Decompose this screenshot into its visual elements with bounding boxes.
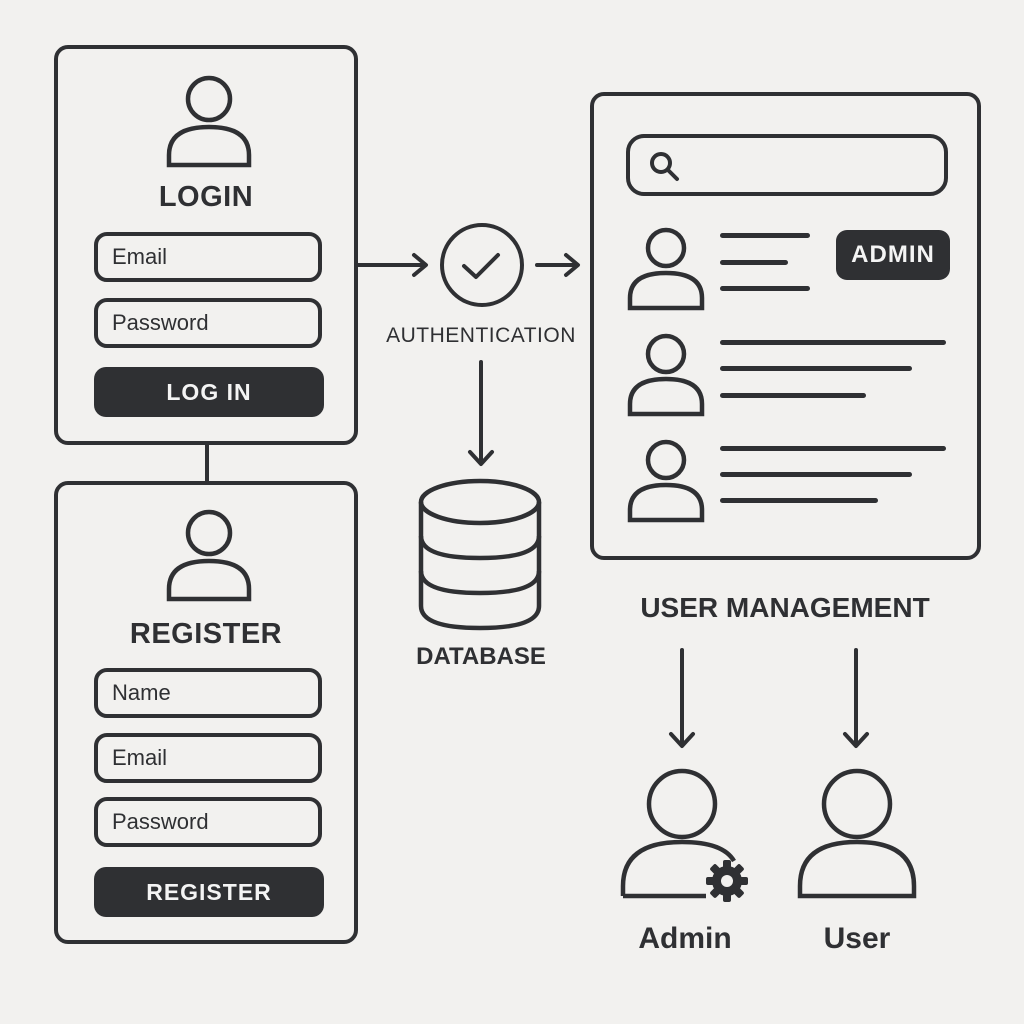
user-icon [166,75,252,168]
arrow-to-user [843,648,869,748]
text-line [720,393,866,398]
text-line [720,366,912,371]
user-icon [627,439,705,523]
login-password-field[interactable]: Password [94,298,322,348]
register-panel: REGISTER Name Email Password REGISTER [54,481,358,944]
arrow-to-admin [669,648,695,748]
register-email-field[interactable]: Email [94,733,322,783]
text-line [720,286,810,291]
register-button[interactable]: REGISTER [94,867,324,917]
admin-badge: ADMIN [836,230,950,280]
login-email-field[interactable]: Email [94,232,322,282]
user-icon [166,509,252,602]
admin-user-icon [620,768,736,899]
text-line [720,233,810,238]
text-line [720,446,946,451]
admin-role-label: Admin [638,922,732,955]
register-name-field[interactable]: Name [94,668,322,718]
register-password-field[interactable]: Password [94,797,322,847]
user-icon [627,333,705,417]
arrow-auth-to-database [468,360,494,466]
text-line [720,498,878,503]
arrow-auth-to-user-management [535,253,580,277]
arrow-login-to-auth [356,253,428,277]
user-icon [797,768,917,899]
text-line [720,340,946,345]
user-management-label: USER MANAGEMENT [640,592,930,623]
check-circle-icon [440,223,524,307]
text-line [720,472,912,477]
user-management-panel: ADMIN [590,92,981,560]
search-icon [650,152,679,181]
login-title: LOGIN [158,181,254,213]
search-input[interactable] [626,134,948,196]
login-button[interactable]: LOG IN [94,367,324,417]
register-title: REGISTER [129,618,283,650]
database-icon [418,478,542,631]
authentication-label: AUTHENTICATION [386,324,576,347]
login-panel: LOGIN Email Password LOG IN [54,45,358,445]
text-line [720,260,788,265]
database-label: DATABASE [416,643,546,670]
gear-icon [706,860,748,902]
user-role-label: User [823,922,891,955]
user-icon [627,227,705,311]
